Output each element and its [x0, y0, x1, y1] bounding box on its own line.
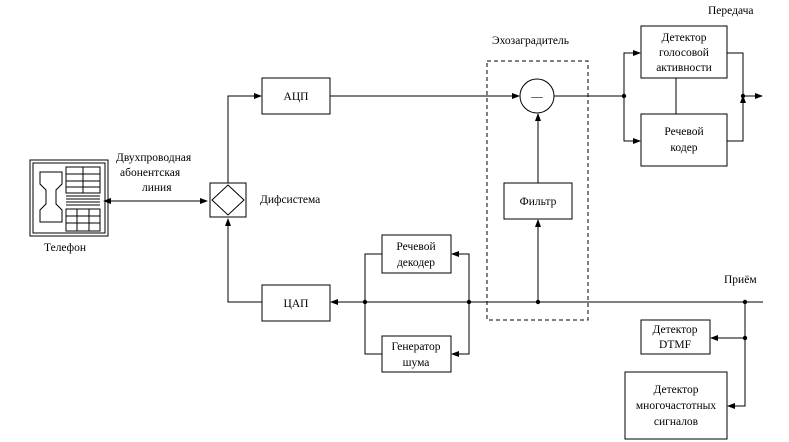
subtractor-node: —	[519, 78, 555, 114]
adc-label: АЦП	[284, 91, 309, 103]
vad-block	[640, 25, 728, 79]
vad-label-2: голосовой	[659, 47, 709, 59]
dtmf-detector-label-1: Детектор	[652, 324, 697, 336]
adc-block	[261, 77, 331, 115]
speech-coder-label-2: кодер	[670, 142, 697, 154]
speech-decoder-label-2: декодер	[397, 257, 435, 269]
two-wire-line-label-3: линия	[142, 182, 172, 194]
vad-label-1: Детектор	[661, 32, 706, 44]
phone-label: Телефон	[44, 242, 86, 254]
noise-generator-label-2: шума	[403, 357, 430, 369]
echo-canceller-label: Эхозаградитель	[492, 35, 569, 47]
speech-coder-block	[640, 113, 728, 167]
vad-label-3: активности	[656, 62, 712, 74]
dac-label: ЦАП	[284, 298, 309, 310]
two-wire-line-label-1: Двухпроводная	[116, 152, 192, 164]
transmit-label: Передача	[708, 5, 754, 17]
filter-label: Фильтр	[520, 196, 557, 208]
speech-decoder-block	[381, 234, 452, 274]
hybrid-label: Дифсистема	[260, 194, 320, 206]
noise-generator-block	[381, 335, 452, 373]
hybrid-block	[209, 182, 247, 218]
telephone-icon	[29, 159, 109, 237]
echo-canceller-boundary	[486, 60, 589, 321]
mf-detector-block	[624, 371, 728, 440]
subtractor-sign: —	[530, 91, 543, 103]
mf-detector-label-2: многочастотных	[636, 400, 716, 412]
dtmf-detector-label-2: DTMF	[659, 339, 691, 351]
mf-detector-label-3: сигналов	[654, 416, 699, 428]
mf-detector-label-1: Детектор	[653, 384, 698, 396]
speech-coder-label-1: Речевой	[664, 126, 703, 138]
dtmf-detector-block	[640, 319, 711, 355]
dac-block	[261, 284, 331, 322]
speech-decoder-label-1: Речевой	[396, 241, 435, 253]
noise-generator-label-1: Генератор	[391, 341, 440, 353]
filter-block	[503, 182, 573, 220]
two-wire-line-label-2: абонентская	[120, 167, 181, 179]
receive-label: Приём	[724, 274, 757, 286]
